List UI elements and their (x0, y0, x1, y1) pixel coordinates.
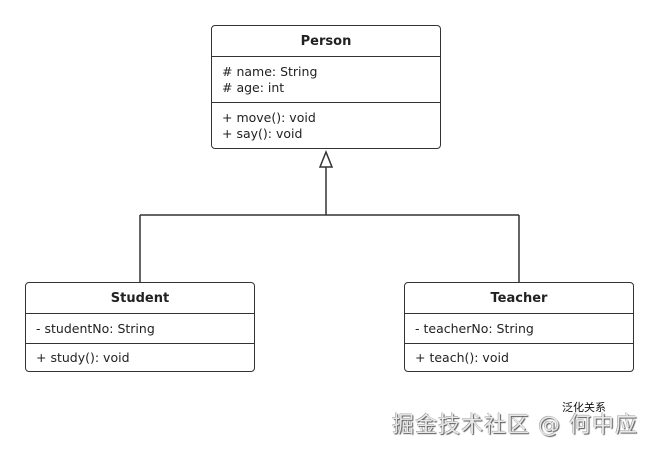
attribute: # age: int (222, 80, 285, 95)
watermark: 掘金技术社区 @ 何中应 (392, 413, 638, 438)
attributes-section: - studentNo: String (26, 314, 254, 344)
methods-section: + study(): void (26, 344, 254, 366)
method: + teach(): void (415, 350, 509, 365)
attribute: - studentNo: String (36, 321, 155, 336)
method: + say(): void (222, 126, 303, 141)
class-name: Teacher (405, 283, 633, 314)
class-teacher[interactable]: Teacher - teacherNo: String + teach(): v… (404, 282, 634, 372)
class-student[interactable]: Student - studentNo: String + study(): v… (25, 282, 255, 372)
diagram-caption: 泛化关系 (562, 401, 606, 414)
methods-section: + teach(): void (405, 344, 633, 366)
attributes-section: # name: String # age: int (212, 57, 440, 103)
methods-section: + move(): void + say(): void (212, 103, 440, 142)
class-name: Student (26, 283, 254, 314)
method: + study(): void (36, 350, 130, 365)
class-person[interactable]: Person # name: String # age: int + move(… (211, 25, 441, 149)
attribute: - teacherNo: String (415, 321, 534, 336)
class-name: Person (212, 26, 440, 57)
hollow-triangle-arrow-icon (318, 149, 334, 168)
attributes-section: - teacherNo: String (405, 314, 633, 344)
attribute: # name: String (222, 64, 318, 79)
method: + move(): void (222, 110, 316, 125)
